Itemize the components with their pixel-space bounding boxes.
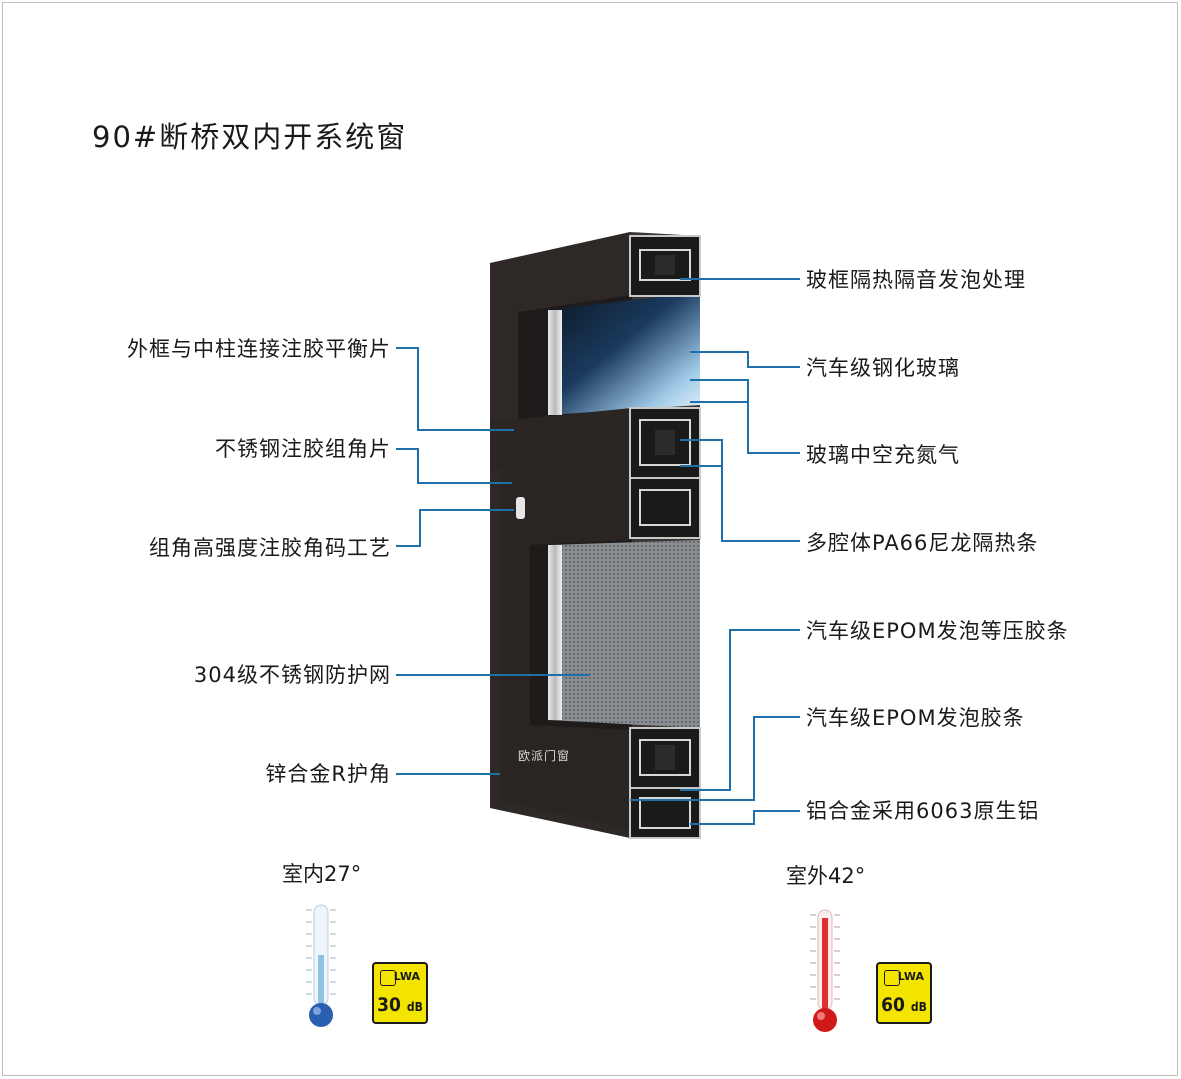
outdoor-noise-badge: LWA 60 dB [876,962,932,1024]
handle [516,497,525,519]
speaker-icon [380,970,396,986]
page-title: 90#断桥双内开系统窗 [92,120,408,154]
label-foam-treatment: 玻框隔热隔音发泡处理 [806,268,1026,292]
brand-logo: 欧派门窗 [518,749,571,763]
upper-glass-edge [548,310,562,415]
lwa-label: LWA [393,970,420,983]
label-screen-net: 304级不锈钢防护网 [193,663,391,687]
screen-edge [548,545,562,720]
outdoor-temp-label: 室外42° [786,864,866,888]
noise-value: 60 dB [881,994,927,1016]
label-corner-guard: 锌合金R护角 [265,762,391,786]
upper-glass [548,292,700,415]
label-aluminum: 铝合金采用6063原生铝 [806,799,1040,823]
indoor-noise-badge: LWA 30 dB [372,962,428,1024]
outdoor-thermometer [810,909,840,1032]
lwa-label: LWA [897,970,924,983]
speaker-icon [884,970,900,986]
indoor-thermometer [306,904,336,1027]
screen-mesh [548,540,700,728]
label-tempered-glass: 汽车级钢化玻璃 [806,356,960,380]
noise-value: 30 dB [377,994,423,1016]
transom [490,408,632,470]
indoor-temp-label: 室内27° [282,862,362,886]
label-epom-strip: 汽车级EPOM发泡胶条 [806,706,1025,730]
label-corner-code: 组角高强度注胶角码工艺 [149,536,391,560]
label-corner-piece: 不锈钢注胶组角片 [215,437,391,461]
label-balance-piece: 外框与中柱连接注胶平衡片 [127,337,391,361]
leader-lines [396,278,800,825]
label-nitrogen-glass: 玻璃中空充氮气 [806,443,960,467]
label-epom-pressure: 汽车级EPOM发泡等压胶条 [806,619,1069,643]
profile-sections [629,235,701,839]
label-thermal-strip: 多腔体PA66尼龙隔热条 [806,531,1039,555]
